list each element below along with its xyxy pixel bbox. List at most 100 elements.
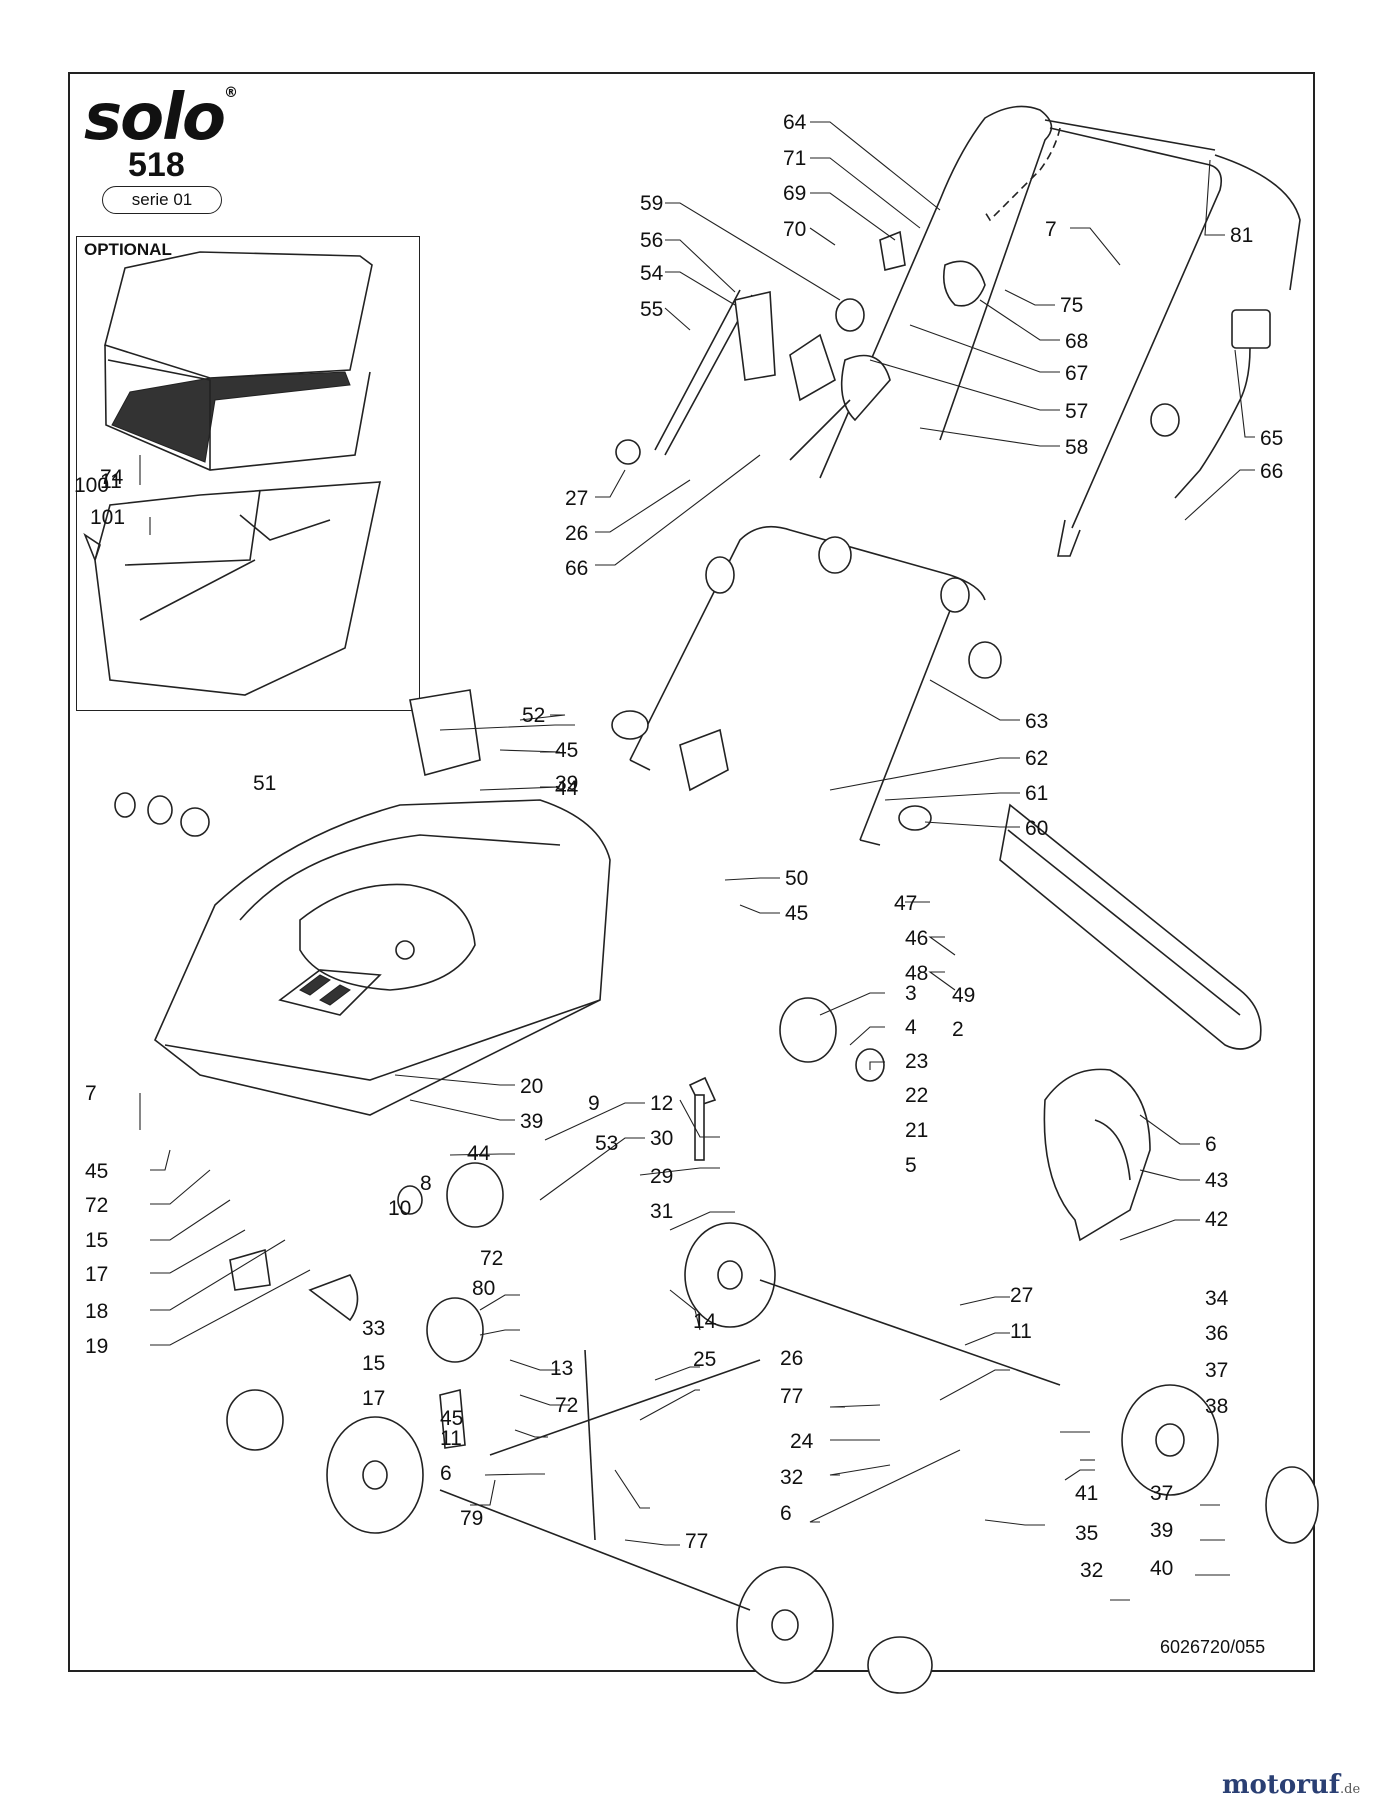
callout-59: 59 (640, 192, 663, 215)
callout-38: 38 (1205, 1395, 1228, 1418)
callout-53: 53 (595, 1132, 618, 1155)
callout-11: 11 (100, 470, 122, 493)
callout-17: 17 (362, 1387, 385, 1410)
callout-55: 55 (640, 298, 663, 321)
wheels (226, 1222, 1319, 1694)
callout-9: 9 (588, 1092, 600, 1115)
callout-101: 101 (90, 506, 125, 529)
side-cover (1043, 1068, 1151, 1242)
callout-49: 49 (952, 984, 975, 1007)
callout-27: 27 (565, 487, 588, 510)
brand-name: solo (84, 81, 226, 155)
callout-33: 33 (362, 1317, 385, 1340)
upper-handle (819, 105, 1301, 557)
callout-79: 79 (460, 1507, 483, 1530)
callout-66: 66 (1260, 460, 1283, 483)
callout-54: 54 (640, 262, 664, 285)
callout-65: 65 (1260, 427, 1283, 450)
callout-24: 24 (790, 1430, 814, 1453)
callout-72: 72 (85, 1194, 108, 1217)
callout-32: 32 (780, 1466, 803, 1489)
watermark-text: motoruf (1222, 1770, 1340, 1800)
document-reference: 6026720/055 (1160, 1637, 1266, 1657)
callout-30: 30 (650, 1127, 673, 1150)
leader-lines (139, 121, 1255, 1601)
callout-51: 51 (253, 772, 276, 795)
callout-46: 46 (905, 927, 928, 950)
catcher-frame (83, 481, 382, 696)
callout-6: 6 (780, 1502, 792, 1525)
callout-45: 45 (85, 1160, 108, 1183)
callout-2: 2 (952, 1018, 964, 1041)
callout-45: 45 (785, 902, 808, 925)
callout-63: 63 (1025, 710, 1048, 733)
callout-14: 14 (693, 1310, 717, 1333)
model-number: 518 (128, 146, 185, 184)
lower-handle (611, 525, 1002, 846)
callout-64: 64 (783, 111, 807, 134)
callout-72: 72 (480, 1247, 503, 1270)
callout-13: 13 (550, 1357, 573, 1380)
callout-77: 77 (780, 1385, 803, 1408)
grass-catcher-bag (104, 251, 373, 471)
callout-43: 43 (1205, 1169, 1228, 1192)
callout-18: 18 (85, 1300, 108, 1323)
rear-flap (999, 803, 1262, 1050)
callout-66: 66 (565, 557, 588, 580)
callout-7: 7 (1045, 218, 1057, 241)
series-badge: serie 01 (102, 186, 222, 214)
callout-31: 31 (650, 1200, 673, 1223)
callout-80: 80 (472, 1277, 495, 1300)
callout-11: 11 (1010, 1320, 1032, 1343)
callout-29: 29 (650, 1165, 673, 1188)
callout-50: 50 (785, 867, 808, 890)
callout-45: 45 (555, 739, 578, 762)
callout-10: 10 (388, 1197, 411, 1220)
registered-mark: ® (223, 85, 238, 101)
callout-11: 11 (440, 1427, 462, 1450)
callout-67: 67 (1065, 362, 1088, 385)
callout-21: 21 (905, 1119, 928, 1142)
callout-39: 39 (1150, 1519, 1173, 1542)
callout-25: 25 (693, 1348, 716, 1371)
callout-8: 8 (420, 1172, 432, 1195)
callout-72: 72 (555, 1394, 578, 1417)
callout-4: 4 (905, 1016, 917, 1039)
callout-60: 60 (1025, 817, 1048, 840)
callout-70: 70 (783, 218, 806, 241)
callout-57: 57 (1065, 400, 1088, 423)
callout-34: 34 (1205, 1287, 1229, 1310)
callout-68: 68 (1065, 330, 1088, 353)
callout-61: 61 (1025, 782, 1048, 805)
callout-22: 22 (905, 1084, 928, 1107)
callout-71: 71 (783, 147, 806, 170)
callout-56: 56 (640, 229, 663, 252)
callout-26: 26 (780, 1347, 803, 1370)
callout-37: 37 (1205, 1359, 1228, 1382)
callout-20: 20 (520, 1075, 543, 1098)
callout-77: 77 (685, 1530, 708, 1553)
callout-62: 62 (1025, 747, 1048, 770)
callout-44: 44 (555, 777, 579, 800)
callout-19: 19 (85, 1335, 108, 1358)
callout-12: 12 (650, 1092, 673, 1115)
deck-housing (154, 799, 611, 1116)
callout-5: 5 (905, 1154, 917, 1177)
callout-36: 36 (1205, 1322, 1228, 1345)
optional-parts-box (76, 236, 420, 711)
callout-75: 75 (1060, 294, 1083, 317)
callout-26: 26 (565, 522, 588, 545)
control-levers (615, 230, 1180, 465)
axles (439, 1279, 1061, 1611)
callout-40: 40 (1150, 1557, 1173, 1580)
callout-3: 3 (905, 982, 917, 1005)
callout-44: 44 (467, 1142, 491, 1165)
callout-15: 15 (362, 1352, 385, 1375)
callout-7: 7 (85, 1082, 97, 1105)
callout-47: 47 (894, 892, 917, 915)
callout-41: 41 (1075, 1482, 1098, 1505)
callout-39: 39 (520, 1110, 543, 1133)
callout-6: 6 (1205, 1133, 1217, 1156)
callout-48: 48 (905, 962, 928, 985)
